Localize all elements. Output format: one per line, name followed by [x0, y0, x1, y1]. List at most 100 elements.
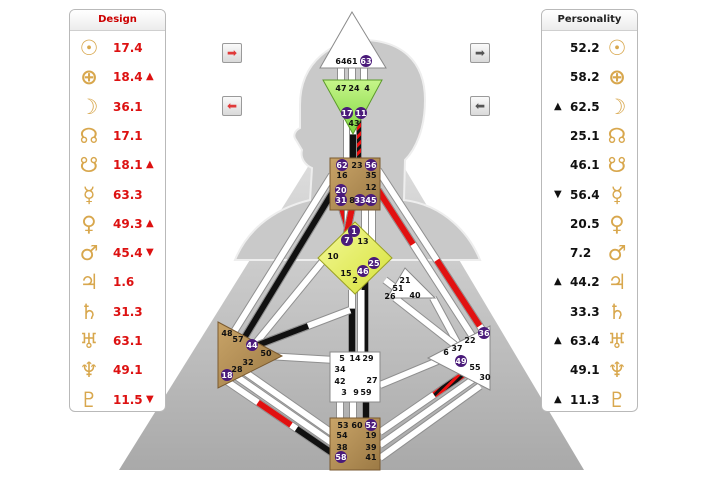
gate-number[interactable]: 40 [409, 291, 421, 300]
gate-line-value: 11.5 [113, 392, 143, 407]
gate-number[interactable]: 39 [365, 443, 377, 452]
gate-number[interactable]: 60 [351, 421, 363, 430]
jupiter-icon: ♃ [607, 270, 627, 295]
gate-number[interactable]: 61 [346, 57, 358, 66]
gate-number[interactable]: 44 [246, 341, 258, 350]
gate-number[interactable]: 49 [455, 357, 467, 366]
gate-number[interactable]: 51 [392, 284, 404, 293]
gate-number[interactable]: 5 [339, 354, 345, 363]
gate-number[interactable]: 57 [232, 335, 243, 344]
gate-number[interactable]: 26 [384, 292, 396, 301]
mars-icon: ♂ [607, 241, 627, 266]
gate-number[interactable]: 41 [365, 453, 377, 462]
gate-number[interactable]: 7 [344, 236, 350, 245]
g-center[interactable] [317, 221, 393, 295]
gate-number[interactable]: 18 [221, 371, 233, 380]
gate-number[interactable]: 14 [349, 354, 361, 363]
gate-number[interactable]: 46 [357, 267, 369, 276]
personality-forward-button[interactable]: ➡ [470, 43, 490, 63]
gate-number[interactable]: 62 [336, 161, 347, 170]
head-center[interactable] [319, 11, 387, 69]
gate-number[interactable]: 48 [221, 329, 233, 338]
moon-icon: ☽ [79, 94, 99, 119]
earth-icon: ⊕ [608, 65, 626, 90]
gate-number[interactable]: 31 [335, 196, 347, 205]
pluto-icon: ♇ [79, 387, 99, 412]
gate-number[interactable]: 23 [351, 161, 362, 170]
personality-row-south-node: ☋46.1 [542, 150, 637, 179]
gate-number[interactable]: 3 [341, 388, 347, 397]
gate-number[interactable]: 9 [353, 388, 359, 397]
gate-number[interactable]: 20 [335, 186, 347, 195]
gate-number[interactable]: 11 [355, 109, 367, 118]
channel-40-37 [430, 296, 463, 350]
gate-number[interactable]: 1 [351, 227, 357, 236]
sacral-center[interactable] [329, 351, 381, 403]
gate-number[interactable]: 2 [352, 276, 358, 285]
uranus-icon: ♅ [607, 329, 627, 353]
gate-number[interactable]: 22 [464, 336, 475, 345]
ajna-center[interactable] [322, 79, 383, 136]
gate-number[interactable]: 47 [335, 84, 346, 93]
uranus-icon: ♅ [79, 329, 99, 353]
gate-number[interactable]: 37 [451, 344, 462, 353]
gate-number[interactable]: 64 [335, 57, 347, 66]
activated-gate-marker [348, 225, 360, 237]
activated-gate-marker [355, 107, 367, 119]
channel-16-48 [229, 173, 335, 337]
gate-number[interactable]: 54 [336, 431, 348, 440]
personality-back-button[interactable]: ⬅ [470, 96, 490, 116]
gate-number[interactable]: 42 [334, 377, 345, 386]
gate-number[interactable]: 16 [336, 171, 348, 180]
gate-number[interactable]: 36 [478, 329, 490, 338]
channel-10-57 [247, 260, 325, 352]
gate-number[interactable]: 38 [336, 443, 348, 452]
gate-number[interactable]: 34 [334, 365, 346, 374]
gate-number[interactable]: 12 [365, 183, 376, 192]
gate-line-value: 36.1 [113, 99, 143, 114]
design-panel-title: Design [70, 10, 165, 31]
gate-number[interactable]: 21 [399, 276, 411, 285]
gate-number[interactable]: 27 [366, 376, 377, 385]
gate-number[interactable]: 63 [360, 57, 371, 66]
activated-gate-marker [360, 55, 372, 67]
gate-number[interactable]: 52 [365, 421, 376, 430]
exalted-arrow-icon: ▲ [554, 276, 562, 288]
gate-number[interactable]: 28 [231, 365, 243, 374]
gate-number[interactable]: 45 [365, 196, 377, 205]
activated-gate-marker [221, 369, 233, 381]
gate-number[interactable]: 8 [349, 196, 355, 205]
gate-number[interactable]: 19 [365, 431, 377, 440]
gate-line-value: 63.4 [570, 334, 600, 348]
design-row-pluto: ♇11.5▼ [70, 385, 165, 412]
activated-gate-marker [341, 107, 353, 119]
gate-number[interactable]: 58 [335, 453, 347, 462]
design-back-button[interactable]: ⬅ [222, 96, 242, 116]
gate-number[interactable]: 30 [479, 373, 491, 382]
gate-number[interactable]: 50 [260, 349, 272, 358]
spleen-center[interactable] [217, 321, 284, 389]
gate-number[interactable]: 25 [368, 259, 380, 268]
gate-number[interactable]: 53 [337, 421, 348, 430]
gate-number[interactable]: 55 [469, 363, 481, 372]
design-row-neptune: ♆49.1 [70, 355, 165, 384]
design-forward-button[interactable]: ➡ [222, 43, 242, 63]
heart-center[interactable] [386, 267, 437, 299]
channel-35-36-active [434, 258, 483, 328]
gate-number[interactable]: 24 [348, 84, 360, 93]
gate-number[interactable]: 59 [360, 388, 372, 397]
gate-number[interactable]: 15 [340, 269, 352, 278]
moon-icon: ☽ [607, 94, 627, 119]
gate-number[interactable]: 56 [365, 161, 377, 170]
gate-number[interactable]: 4 [364, 84, 370, 93]
gate-number[interactable]: 32 [242, 358, 253, 367]
gate-number[interactable]: 33 [354, 196, 365, 205]
gate-number[interactable]: 29 [362, 354, 374, 363]
gate-number[interactable]: 13 [357, 237, 368, 246]
activated-gate-marker [368, 257, 380, 269]
gate-number[interactable]: 43 [348, 119, 359, 128]
gate-number[interactable]: 17 [341, 109, 352, 118]
gate-number[interactable]: 10 [327, 252, 339, 261]
gate-number[interactable]: 35 [365, 171, 377, 180]
gate-number[interactable]: 6 [443, 348, 449, 357]
